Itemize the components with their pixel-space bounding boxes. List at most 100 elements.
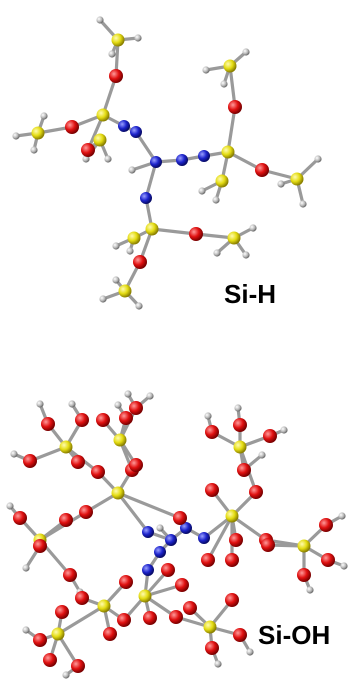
hydrogen-atom [104,155,112,163]
hydrogen-atom [126,247,134,255]
hydrogen-atom [62,671,70,679]
hydrogen-atom [280,426,288,434]
oxygen-atom [169,610,183,624]
hydrogen-atom [258,451,266,459]
hydrogen-atom [213,249,221,257]
oxygen-atom [117,613,131,627]
oxygen-atom [33,633,47,647]
nitrogen-atom [142,564,154,576]
nitrogen-atom [118,120,130,132]
oxygen-atom [23,454,37,468]
oxygen-atom [205,641,219,655]
label-si-h: Si-H [224,279,276,309]
bond [206,514,234,562]
oxygen-atom [205,483,219,497]
oxygen-atom [201,553,215,567]
oxygen-atom [119,575,133,589]
silicon-atom [290,172,304,186]
oxygen-atom [233,418,247,432]
hydrogen-atom [146,392,154,400]
label-si-oh: Si-OH [258,620,331,650]
hydrogen-atom [202,66,210,74]
nitrogen-atom [198,532,210,544]
silicon-atom [111,486,125,500]
oxygen-atom [13,511,27,525]
oxygen-atom [297,568,311,582]
molecule-si-h [12,16,322,310]
oxygen-atom [59,513,73,527]
oxygen-atom [229,533,243,547]
oxygen-atom [183,601,197,615]
hydrogen-atom [220,80,228,88]
silicon-atom [215,174,229,188]
hydrogen-atom [6,502,14,510]
silicon-atom [127,231,141,245]
hydrogen-atom [314,155,322,163]
hydrogen-atom [22,564,30,572]
oxygen-atom [189,227,203,241]
hydrogen-atom [30,146,38,154]
hydrogen-atom [214,660,222,668]
hydrogen-atom [299,200,307,208]
hydrogen-atom [277,180,285,188]
silicon-atom [118,284,132,298]
bond [116,491,182,520]
oxygen-atom [129,458,143,472]
oxygen-atom [43,653,57,667]
oxygen-atom [41,417,55,431]
hydrogen-atom [22,626,30,634]
silicon-atom [227,231,241,245]
nitrogen-atom [142,526,154,538]
hydrogen-atom [68,400,76,408]
hydrogen-atom [108,50,116,58]
oxygen-atom [71,455,85,469]
hydrogen-atom [112,242,120,250]
nitrogen-atom [180,522,192,534]
hydrogen-atom [36,400,44,408]
hydrogen-atom [340,562,348,570]
hydrogen-atom [134,34,142,42]
oxygen-atom [225,553,239,567]
oxygen-atom [96,413,110,427]
oxygen-atom [91,465,105,479]
oxygen-atom [119,411,133,425]
nitrogen-atom [154,546,166,558]
oxygen-atom [319,518,333,532]
oxygen-atom [233,628,247,642]
nitrogen-atom [150,156,162,168]
oxygen-atom [237,463,251,477]
silicon-atom [51,627,65,641]
hydrogen-atom [40,112,48,120]
silicon-atom [97,599,111,613]
oxygen-atom [133,255,147,269]
oxygen-atom [79,505,93,519]
hydrogen-atom [82,155,90,163]
bond [56,604,106,636]
hydrogen-atom [128,166,136,174]
hydrogen-atom [114,401,122,409]
oxygen-atom [75,591,89,605]
hydrogen-atom [12,132,20,140]
hydrogen-atom [156,524,164,532]
molecule-si-oh [6,390,348,679]
hydrogen-atom [306,586,314,594]
oxygen-atom [109,69,123,83]
bond [150,227,198,236]
hydrogen-atom [112,276,120,284]
nitrogen-atom [140,192,152,204]
hydrogen-atom [135,302,143,310]
silicon-atom [96,108,110,122]
bond [134,130,158,164]
silicon-atom [111,33,125,47]
nitrogen-atom [130,126,142,138]
oxygen-atom [173,511,187,525]
hydrogen-atom [242,251,250,259]
hydrogen-atom [99,295,107,303]
hydrogen-atom [249,224,257,232]
oxygen-atom [205,425,219,439]
oxygen-atom [71,659,85,673]
silicon-atom [93,133,107,147]
silicon-atom [225,509,239,523]
bond [144,160,158,200]
